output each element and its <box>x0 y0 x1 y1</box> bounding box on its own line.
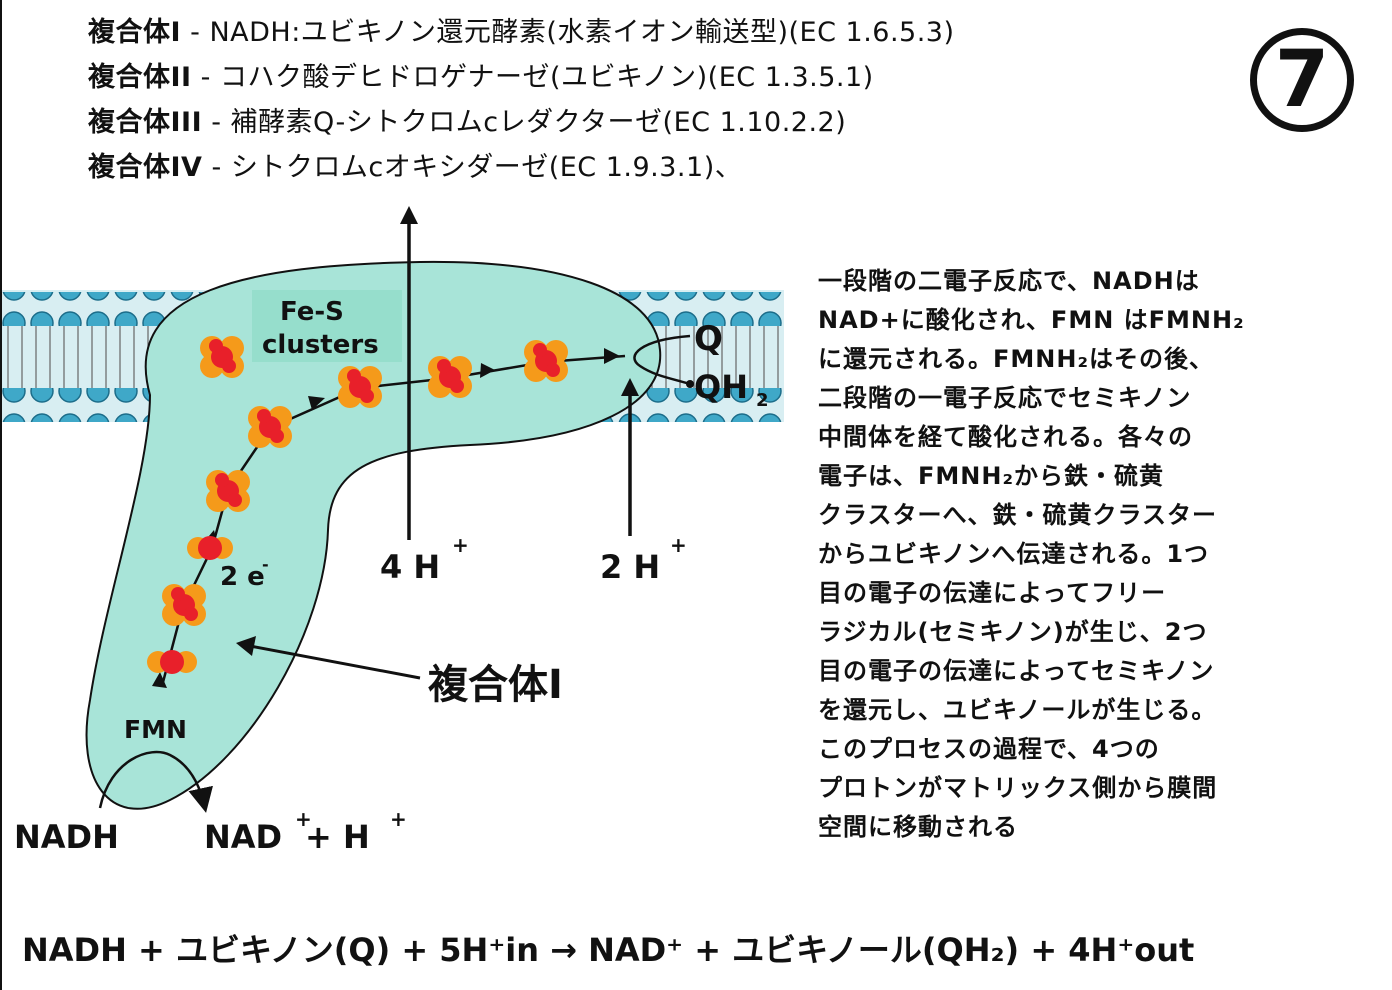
two-proton-charge: + <box>670 533 687 557</box>
proton-label: + H <box>305 818 370 856</box>
four-proton-charge: + <box>452 533 469 557</box>
fes-cluster <box>428 356 472 398</box>
proton-charge: + <box>390 807 407 831</box>
fes-cluster <box>248 406 292 448</box>
complex-3-name: 複合体III <box>88 107 203 138</box>
nad-charge: + <box>295 807 312 831</box>
header-line-complex-2: 複合体II - コハク酸デヒドロゲナーゼ(ユビキノン)(EC 1.3.5.1) <box>88 55 874 94</box>
four-proton-label: 4 H <box>380 548 440 586</box>
fes-cluster <box>187 536 233 560</box>
fes-cluster <box>162 584 206 626</box>
header-line-complex-1: 複合体I - NADH:ユビキノン還元酵素(水素イオン輸送型)(EC 1.6.5… <box>88 10 955 49</box>
complex-4-description: - シトクロムcオキシダーゼ(EC 1.9.3.1)、 <box>202 152 743 183</box>
complex-3-description: - 補酵素Q-シトクロムcレダクターゼ(EC 1.10.2.2) <box>202 107 847 138</box>
fes-label-line2: clusters <box>262 330 379 360</box>
fes-cluster <box>524 340 568 382</box>
fes-label-line1: Fe-S <box>280 297 344 327</box>
header-line-complex-4: 複合体IV - シトクロムcオキシダーゼ(EC 1.9.3.1)、 <box>88 145 742 184</box>
ubiquinol-subscript: 2 <box>756 390 769 411</box>
fes-cluster <box>338 366 382 408</box>
nad-plus-label: NAD <box>204 818 282 856</box>
left-border-line <box>0 0 2 990</box>
ubiquinol-label: QH <box>694 368 748 406</box>
complex-4-name: 複合体IV <box>88 152 203 183</box>
description-text: 一段階の二電子反応で、NADHは NAD+に酸化され、FMN はFMNH₂ に還… <box>818 267 1245 841</box>
fmn-label: FMN <box>124 715 187 744</box>
complex-2-description: - コハク酸デヒドロゲナーゼ(ユビキノン)(EC 1.3.5.1) <box>191 62 874 93</box>
fes-cluster <box>206 470 250 512</box>
two-proton-label: 2 H <box>600 548 660 586</box>
complex-pointer-arrow <box>249 644 421 680</box>
number-badge: 7 <box>1250 28 1354 132</box>
complex-i-label: 複合体I <box>428 662 563 708</box>
complex-i-protein <box>85 260 662 810</box>
complex-i-diagram: Fe-S clusters <box>2 206 784 856</box>
fes-cluster <box>200 336 244 378</box>
overall-equation: NADH + ユビキノン(Q) + 5H⁺in → NAD⁺ + ユビキノール(… <box>22 931 1195 969</box>
nadh-oxidation-arrow <box>98 750 213 813</box>
complex-2-name: 複合体II <box>88 62 192 93</box>
two-electron-label: 2 e <box>220 562 265 592</box>
complex-1-description: - NADH:ユビキノン還元酵素(水素イオン輸送型)(EC 1.6.5.3) <box>181 17 955 48</box>
nadh-label: NADH <box>14 818 119 856</box>
header-line-complex-3: 複合体III - 補酵素Q-シトクロムcレダクターゼ(EC 1.10.2.2) <box>88 100 846 139</box>
quinone-reduction-arrow <box>633 334 691 386</box>
ubiquinone-label: Q <box>694 319 723 359</box>
complex-1-name: 複合体I <box>88 17 182 48</box>
fes-cluster <box>147 650 197 674</box>
electron-charge: - <box>262 555 269 574</box>
